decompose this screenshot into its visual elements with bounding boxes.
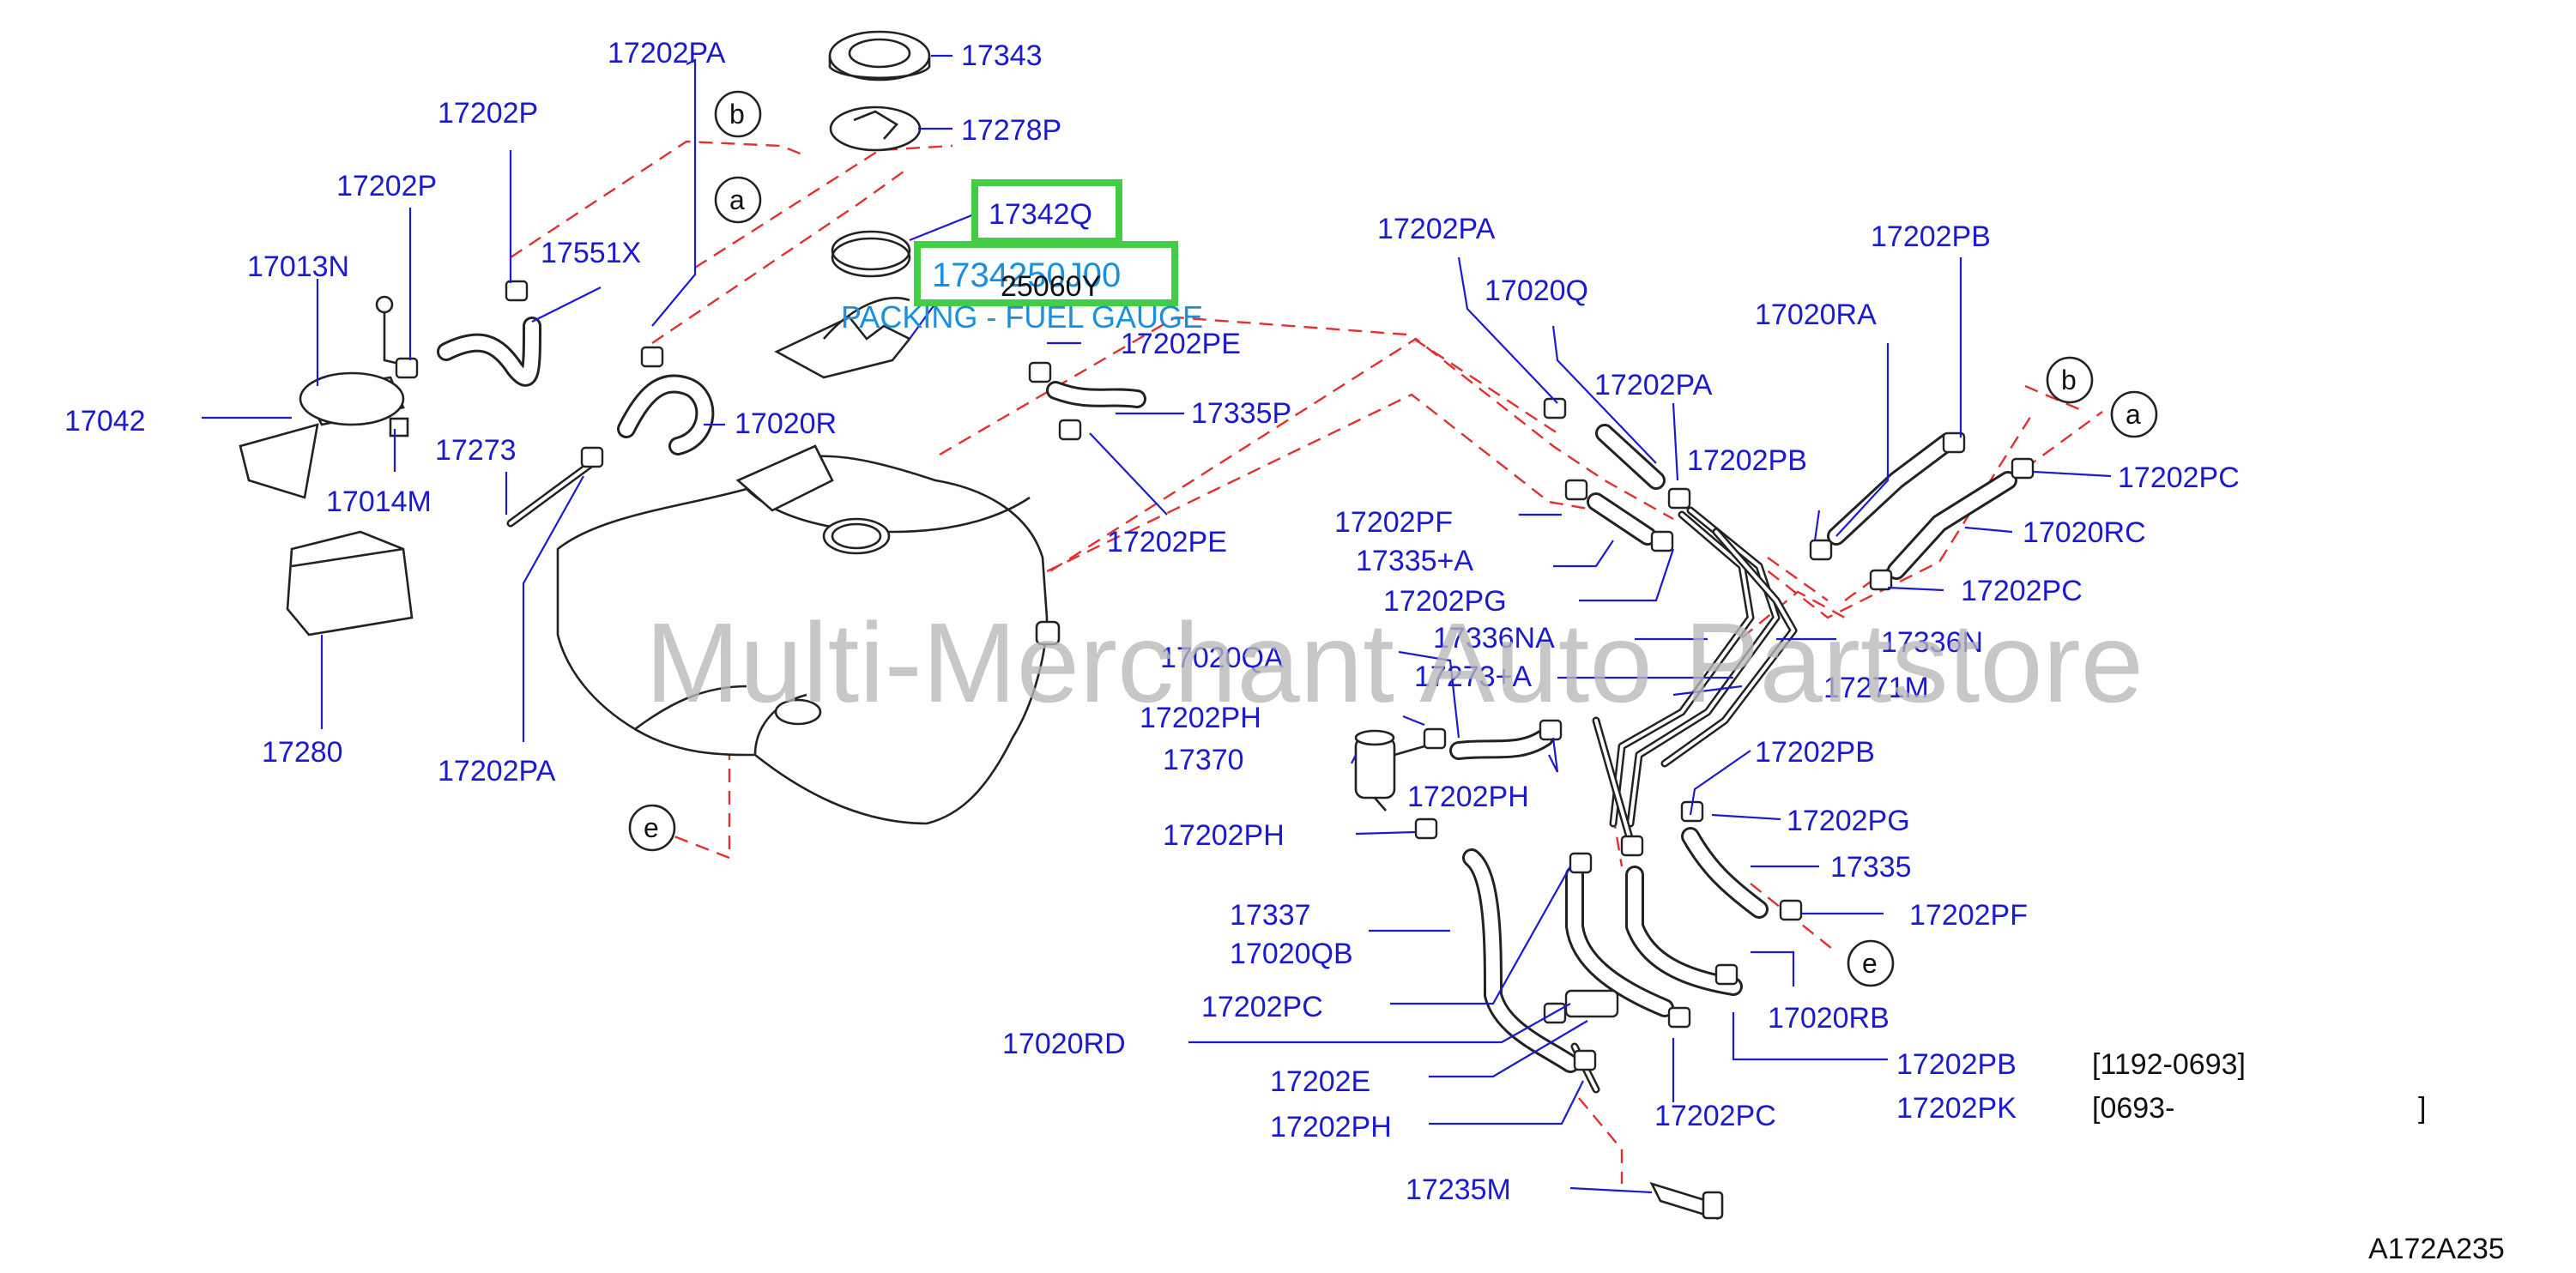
svg-text:b: b <box>729 99 745 130</box>
watermark: Multi-Merchant Auto Partstore <box>645 600 2144 726</box>
svg-text:e: e <box>1862 948 1878 979</box>
part-label[interactable]: 17202PC <box>1201 991 1323 1023</box>
part-label[interactable]: 17202PC <box>1654 1100 1776 1132</box>
part-label[interactable]: 17202PH <box>1140 702 1261 734</box>
part-label[interactable]: 17336NA <box>1433 622 1555 655</box>
part-label[interactable]: 17335+A <box>1356 545 1473 577</box>
part-label[interactable]: 17202PE <box>1107 526 1227 558</box>
callout-b-right: b <box>2046 356 2094 404</box>
part-label[interactable]: 17202P <box>336 170 437 202</box>
part-label[interactable]: 17202PH <box>1407 781 1529 813</box>
part-label[interactable]: 17202PF <box>1909 899 2028 932</box>
part-label[interactable]: 17202PH <box>1270 1111 1392 1143</box>
fuel-tank <box>556 444 1061 825</box>
quick-connector <box>1649 1181 1724 1221</box>
part-label[interactable]: 17273+A <box>1414 661 1532 693</box>
callout-b-left: b <box>714 90 762 138</box>
part-label[interactable]: 17280 <box>262 736 343 769</box>
part-date-range-close: ] <box>2418 1092 2426 1125</box>
svg-text:a: a <box>729 184 745 215</box>
fuel-pump-parts <box>239 295 414 636</box>
svg-text:b: b <box>2061 365 2077 395</box>
part-label[interactable]: 17202PB <box>1687 444 1807 477</box>
svg-text:e: e <box>644 812 659 843</box>
part-label[interactable]: 17020RA <box>1755 299 1877 331</box>
callout-e-right: e <box>1847 939 1895 987</box>
part-label[interactable]: 17202PG <box>1383 585 1507 618</box>
part-label[interactable]: 17235M <box>1406 1173 1511 1206</box>
part-label[interactable]: 17020RC <box>2023 516 2146 549</box>
part-number-1734250J00[interactable]: 1734250J00 <box>932 256 1121 294</box>
highlighted-parts: 17342Q 1734250J00 PACKING - FUEL GAUGE <box>841 179 1203 335</box>
part-label[interactable]: 17202PC <box>2118 462 2240 494</box>
part-label[interactable]: 17020QB <box>1230 938 1353 970</box>
hoses-left <box>437 317 1146 528</box>
highlight-box-1734250J00[interactable] <box>914 241 1178 306</box>
part-label[interactable]: 17202PA <box>1377 213 1496 245</box>
part-date-range: [1192-0693] <box>2092 1048 2246 1081</box>
part-label[interactable]: 17335P <box>1191 397 1291 430</box>
part-label[interactable]: 17202PF <box>1334 506 1453 539</box>
part-label[interactable]: 17278P <box>961 114 1061 147</box>
part-label[interactable]: 17202PB <box>1896 1048 2017 1081</box>
part-description-packing-fuel-gauge: PACKING - FUEL GAUGE <box>841 299 1203 335</box>
part-label[interactable]: 17202PA <box>438 755 556 787</box>
part-label[interactable]: 17020RD <box>1002 1028 1126 1060</box>
part-label[interactable]: 17202PA <box>608 37 726 69</box>
part-label[interactable]: 17202PB <box>1871 220 1991 253</box>
part-label[interactable]: 17202PB <box>1755 736 1875 769</box>
part-label[interactable]: 17335 <box>1830 851 1912 884</box>
part-label[interactable]: 17273 <box>435 434 517 467</box>
part-label[interactable]: 17014M <box>326 486 432 518</box>
part-label[interactable]: 17202PA <box>1594 369 1713 401</box>
part-label[interactable]: 17020RB <box>1768 1002 1890 1035</box>
svg-text:a: a <box>2126 399 2141 430</box>
part-label[interactable]: 25060Y <box>1001 270 1101 303</box>
hose-clamps <box>395 280 2035 1071</box>
part-label[interactable]: 17370 <box>1163 744 1244 776</box>
part-label[interactable]: 17202PC <box>1961 575 2083 607</box>
fuel-filter <box>1354 729 1425 811</box>
part-label[interactable]: 17202PK <box>1896 1092 2017 1125</box>
part-label[interactable]: 17271M <box>1823 672 1929 704</box>
part-label[interactable]: 17343 <box>961 39 1043 72</box>
part-label[interactable]: 17020Q <box>1485 275 1588 307</box>
part-label[interactable]: 17202E <box>1270 1065 1370 1098</box>
callout-e-left: e <box>628 804 676 852</box>
part-label-17342Q-highlight[interactable]: 17342Q <box>989 198 1092 231</box>
part-label[interactable]: 17202PG <box>1787 805 1910 837</box>
part-date-range: [0693- <box>2092 1092 2174 1125</box>
part-label[interactable]: 17337 <box>1230 899 1311 932</box>
part-label[interactable]: 17020R <box>735 407 837 440</box>
reference-callouts: b a b a e e <box>628 90 2158 987</box>
fuel-gauge-assembly <box>774 30 931 379</box>
part-label[interactable]: 17013N <box>247 250 349 283</box>
part-label[interactable]: 17202PE <box>1121 328 1241 360</box>
part-label[interactable]: 17202P <box>438 97 538 130</box>
callout-a-right: a <box>2110 390 2158 438</box>
part-label[interactable]: 17202PH <box>1163 819 1285 852</box>
part-label[interactable]: 17336N <box>1881 626 1983 659</box>
diagram-code: A172A235 <box>2368 1233 2505 1265</box>
part-label[interactable]: 17020QA <box>1160 642 1284 674</box>
part-labels: 17202PA 17343 17202P 17278P 17202P 17551… <box>64 37 2426 1206</box>
part-label[interactable]: 17042 <box>64 405 146 437</box>
part-label[interactable]: 17551X <box>541 237 641 269</box>
callout-a-left: a <box>714 176 762 224</box>
hoses-right <box>1449 424 2017 1094</box>
